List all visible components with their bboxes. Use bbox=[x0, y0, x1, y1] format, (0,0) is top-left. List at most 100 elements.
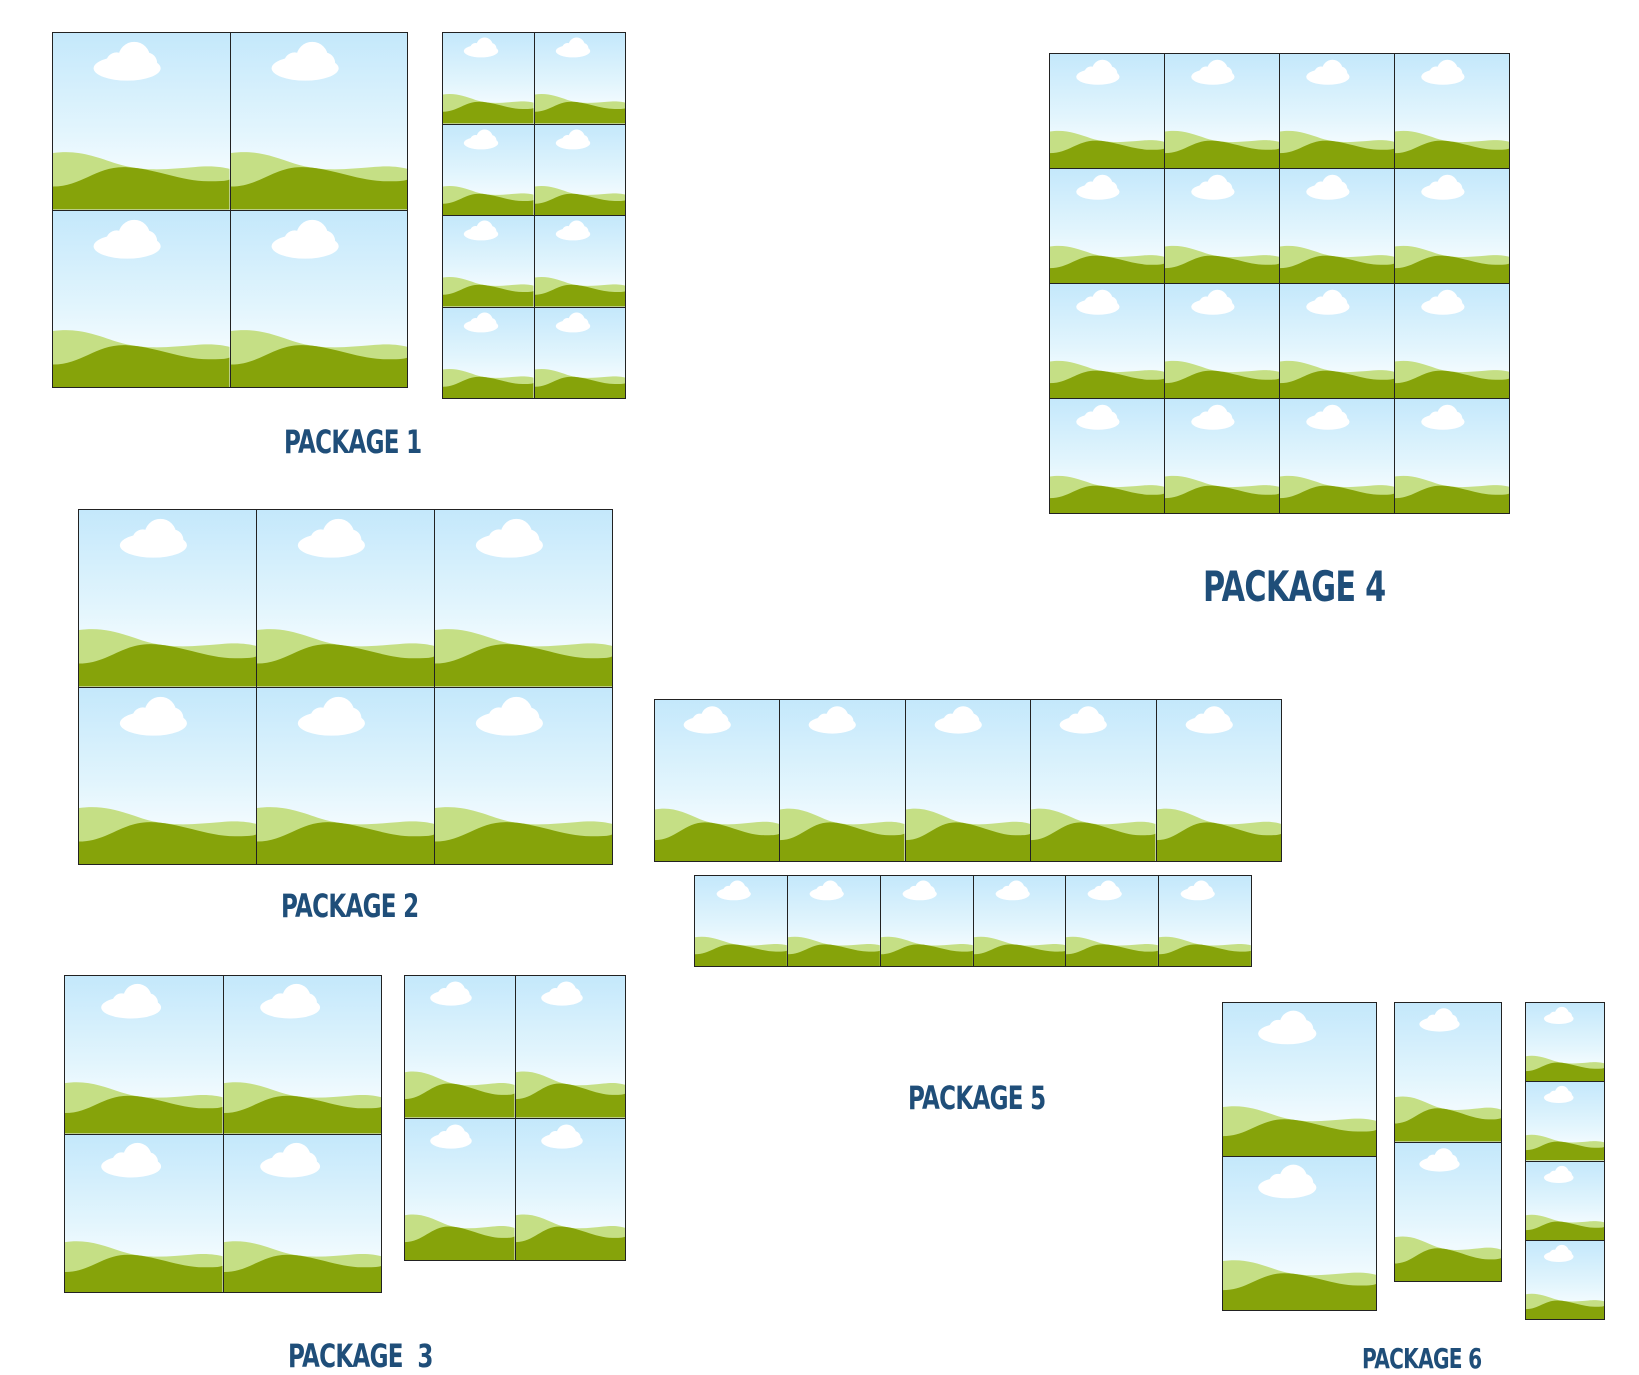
cloud-icon bbox=[902, 880, 937, 901]
photo-placeholder-tile bbox=[534, 307, 625, 398]
cloud-icon bbox=[1185, 706, 1233, 734]
landscape-placeholder-icon bbox=[787, 936, 880, 966]
landscape-placeholder-icon bbox=[65, 1082, 223, 1134]
landscape-placeholder-icon bbox=[443, 94, 534, 124]
package-4-label: PACKAGE 4 bbox=[1203, 562, 1386, 611]
cloud-icon bbox=[430, 1123, 472, 1149]
landscape-placeholder-icon bbox=[435, 806, 612, 864]
landscape-placeholder-icon bbox=[515, 1213, 625, 1260]
landscape-placeholder-icon bbox=[79, 806, 256, 864]
cloud-icon bbox=[809, 706, 857, 734]
package-4-grid bbox=[1049, 53, 1510, 514]
landscape-placeholder-icon bbox=[1280, 130, 1394, 168]
cloud-icon bbox=[809, 880, 844, 901]
landscape-placeholder-icon bbox=[1280, 245, 1394, 283]
landscape-placeholder-icon bbox=[1526, 1214, 1604, 1240]
photo-placeholder-tile bbox=[534, 33, 625, 124]
landscape-placeholder-icon bbox=[1031, 808, 1156, 861]
landscape-placeholder-icon bbox=[257, 629, 434, 687]
photo-placeholder-tile bbox=[1165, 54, 1279, 168]
landscape-placeholder-icon bbox=[435, 629, 612, 687]
package-3-medium-grid bbox=[404, 975, 626, 1261]
cloud-icon bbox=[1306, 404, 1350, 430]
package-3-large-grid bbox=[64, 975, 382, 1293]
landscape-placeholder-icon bbox=[1395, 1096, 1501, 1142]
photo-placeholder-tile bbox=[53, 33, 230, 210]
landscape-placeholder-icon bbox=[534, 94, 625, 124]
photo-placeholder-tile bbox=[223, 1134, 381, 1292]
cloud-icon bbox=[119, 696, 187, 736]
landscape-placeholder-icon bbox=[695, 936, 787, 966]
photo-placeholder-tile bbox=[1526, 1082, 1604, 1161]
landscape-placeholder-icon bbox=[79, 629, 256, 687]
photo-placeholder-tile bbox=[1050, 54, 1164, 168]
photo-placeholder-tile bbox=[1280, 169, 1394, 283]
cloud-icon bbox=[1306, 59, 1350, 85]
cloud-icon bbox=[463, 37, 499, 58]
cloud-icon bbox=[1421, 289, 1465, 315]
photo-placeholder-tile bbox=[1050, 169, 1164, 283]
landscape-placeholder-icon bbox=[1050, 130, 1164, 168]
photo-placeholder-tile bbox=[1280, 284, 1394, 398]
photo-placeholder-tile bbox=[230, 210, 407, 387]
photo-placeholder-tile bbox=[443, 307, 534, 398]
photo-placeholder-tile bbox=[695, 876, 787, 966]
photo-placeholder-tile bbox=[780, 700, 905, 861]
landscape-placeholder-icon bbox=[1050, 245, 1164, 283]
landscape-placeholder-icon bbox=[1223, 1106, 1376, 1156]
package-1-label: PACKAGE 1 bbox=[284, 423, 422, 461]
landscape-placeholder-icon bbox=[65, 1240, 223, 1292]
cloud-icon bbox=[101, 983, 162, 1019]
cloud-icon bbox=[1306, 174, 1350, 200]
photo-placeholder-tile bbox=[1526, 1161, 1604, 1240]
landscape-placeholder-icon bbox=[1165, 475, 1279, 513]
cloud-icon bbox=[93, 219, 161, 259]
cloud-icon bbox=[1076, 404, 1120, 430]
cloud-icon bbox=[271, 219, 339, 259]
photo-placeholder-tile bbox=[1223, 1003, 1376, 1156]
cloud-icon bbox=[1258, 1164, 1317, 1199]
landscape-placeholder-icon bbox=[1050, 475, 1164, 513]
photo-placeholder-tile bbox=[1526, 1240, 1604, 1319]
cloud-icon bbox=[1191, 404, 1235, 430]
photo-placeholder-tile bbox=[443, 124, 534, 215]
landscape-placeholder-icon bbox=[230, 329, 407, 387]
landscape-placeholder-icon bbox=[230, 152, 407, 210]
cloud-icon bbox=[297, 518, 365, 558]
photo-placeholder-tile bbox=[1050, 399, 1164, 513]
cloud-icon bbox=[119, 518, 187, 558]
photo-placeholder-tile bbox=[257, 687, 434, 864]
cloud-icon bbox=[1180, 880, 1215, 901]
cloud-icon bbox=[1421, 59, 1465, 85]
landscape-placeholder-icon bbox=[1526, 1055, 1604, 1082]
photo-placeholder-tile bbox=[223, 976, 381, 1134]
package-5-small-grid bbox=[694, 875, 1252, 967]
cloud-icon bbox=[555, 129, 590, 149]
landscape-placeholder-icon bbox=[1280, 475, 1394, 513]
cloud-icon bbox=[1258, 1010, 1317, 1045]
photo-placeholder-tile bbox=[1066, 876, 1159, 966]
cloud-icon bbox=[1191, 289, 1235, 315]
landscape-placeholder-icon bbox=[1395, 1235, 1501, 1281]
cloud-icon bbox=[463, 312, 499, 332]
photo-placeholder-tile bbox=[65, 976, 223, 1134]
photo-placeholder-tile bbox=[1395, 54, 1509, 168]
photo-placeholder-tile bbox=[435, 510, 612, 687]
photo-placeholder-tile bbox=[1156, 700, 1281, 861]
cloud-icon bbox=[1076, 174, 1120, 200]
cloud-icon bbox=[1419, 1147, 1460, 1172]
package-6-label: PACKAGE 6 bbox=[1362, 1342, 1482, 1375]
cloud-icon bbox=[463, 220, 499, 241]
cloud-icon bbox=[271, 41, 339, 81]
landscape-placeholder-icon bbox=[1395, 360, 1509, 398]
photo-placeholder-tile bbox=[1050, 284, 1164, 398]
package-2-label: PACKAGE 2 bbox=[281, 887, 419, 925]
cloud-icon bbox=[555, 220, 590, 241]
photo-placeholder-tile bbox=[1159, 876, 1251, 966]
photo-placeholder-tile bbox=[1223, 1157, 1376, 1310]
photo-placeholder-tile bbox=[515, 1118, 625, 1260]
cloud-icon bbox=[1191, 59, 1235, 85]
photo-placeholder-tile bbox=[655, 700, 780, 861]
cloud-icon bbox=[1059, 706, 1108, 734]
landscape-placeholder-icon bbox=[223, 1240, 381, 1292]
